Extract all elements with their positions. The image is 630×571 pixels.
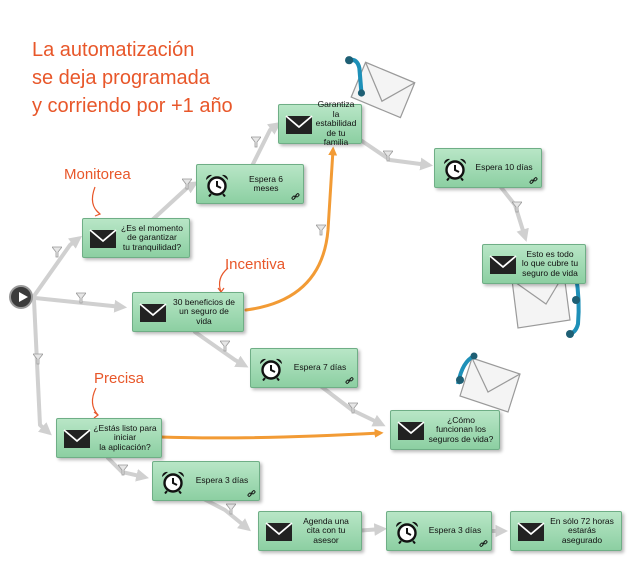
email-icon — [517, 520, 545, 544]
node-label: En sólo 72 horas estarás asegurado — [550, 515, 614, 545]
alarm-clock-icon — [203, 173, 231, 197]
node-email-monitorea[interactable]: ¿Es el momento de garantizar tu tranquil… — [82, 218, 190, 258]
flow-espera6-to-garantiza — [248, 122, 282, 172]
email-icon — [63, 427, 91, 451]
link-icon[interactable] — [291, 192, 300, 201]
email-icon — [89, 227, 117, 251]
node-email-precisa[interactable]: ¿Estás listo para iniciar la aplicación? — [56, 418, 162, 458]
node-label: Garantiza la estabilidad de tu familia — [315, 99, 357, 148]
annotation-incentiva: Incentiva — [225, 256, 286, 273]
node-label: Esto es todo lo que cubre tu seguro de v… — [521, 248, 579, 278]
alarm-clock-icon — [393, 520, 421, 544]
email-icon — [397, 419, 425, 443]
alarm-clock-icon — [441, 157, 469, 181]
flow-start-to-beneficios — [33, 296, 128, 313]
filter-icon — [182, 178, 192, 190]
annotation-precisa: Precisa — [94, 370, 145, 387]
node-label: ¿Cómo funcionan los seguros de vida? — [428, 414, 494, 444]
link-icon[interactable] — [479, 539, 488, 548]
node-label: Agenda una cita con tu asesor — [303, 515, 349, 545]
filter-icon — [316, 224, 326, 236]
annotation-monitorea: Monitorea — [64, 166, 131, 183]
flow-start-to-precisa — [32, 298, 52, 436]
envelope-decoration-icon — [343, 52, 425, 134]
email-icon — [285, 113, 313, 137]
annotation-arrow-precisa-head — [93, 411, 99, 419]
node-label: Espera 7 días — [293, 362, 347, 373]
node-label: ¿Estás listo para iniciar la aplicación? — [93, 422, 157, 452]
node-email-agenda[interactable]: Agenda una cita con tu asesor — [258, 511, 362, 551]
email-icon — [489, 253, 517, 277]
link-icon[interactable] — [529, 176, 538, 185]
filter-icon — [220, 340, 230, 352]
filter-icon — [76, 292, 86, 304]
link-icon[interactable] — [247, 489, 256, 498]
annotation-arrow-monitorea-head — [94, 209, 102, 217]
node-label: Espera 3 días — [195, 475, 249, 486]
flow-precisa-to-como-orange — [158, 428, 384, 440]
flow-start-to-monitorea — [32, 235, 83, 298]
filter-icon — [512, 201, 522, 213]
flow-espera3a-to-agenda — [198, 495, 251, 532]
node-label: Espera 10 días — [475, 162, 533, 173]
filter-icon — [118, 464, 128, 476]
node-label: Espera 6 meses — [248, 173, 284, 193]
headline: La automatización se deja programada y c… — [32, 36, 252, 120]
filter-icon — [226, 503, 236, 515]
headline-line-1: La automatización — [32, 39, 195, 61]
node-email-ensolo[interactable]: En sólo 72 horas estarás asegurado — [510, 511, 622, 551]
node-email-garantiza[interactable]: Garantiza la estabilidad de tu familia — [278, 99, 362, 148]
annotation-arrow-incentiva — [218, 267, 229, 293]
link-icon[interactable] — [345, 376, 354, 385]
node-label: 30 beneficios de un seguro de vida — [173, 296, 235, 326]
email-icon — [139, 301, 167, 325]
alarm-clock-icon — [257, 357, 285, 381]
filter-icon — [383, 150, 393, 162]
filter-icon — [33, 353, 43, 365]
play-icon — [19, 292, 28, 302]
alarm-clock-icon — [159, 470, 187, 494]
filter-icon — [52, 246, 62, 258]
node-wait-espera3a[interactable]: Espera 3 días — [152, 461, 260, 501]
node-email-como[interactable]: ¿Cómo funcionan los seguros de vida? — [390, 410, 500, 450]
flow-beneficios-to-espera7 — [193, 330, 249, 368]
node-wait-espera3b[interactable]: Espera 3 días — [386, 511, 492, 551]
node-label: ¿Es el momento de garantizar tu tranquil… — [121, 222, 183, 252]
email-icon — [265, 520, 293, 544]
headline-line-2: se deja programada — [32, 67, 210, 89]
node-label: Espera 3 días — [428, 525, 482, 536]
annotation-arrow-precisa — [91, 387, 99, 416]
node-email-beneficios[interactable]: 30 beneficios de un seguro de vida — [132, 292, 244, 332]
filter-icon — [348, 402, 358, 414]
filter-icon — [251, 136, 261, 148]
node-email-estoes[interactable]: Esto es todo lo que cubre tu seguro de v… — [482, 244, 586, 284]
node-wait-espera10[interactable]: Espera 10 días — [434, 148, 542, 188]
headline-line-3: y corriendo por +1 año — [32, 95, 233, 117]
node-wait-espera6[interactable]: Espera 6 meses — [196, 164, 304, 204]
node-wait-espera7[interactable]: Espera 7 días — [250, 348, 358, 388]
envelope-decoration-icon — [452, 352, 532, 418]
start-play-button[interactable] — [9, 285, 33, 309]
flow-garantiza-to-espera10 — [360, 139, 434, 171]
flow-beneficios-to-garantiza-orange — [244, 146, 338, 312]
